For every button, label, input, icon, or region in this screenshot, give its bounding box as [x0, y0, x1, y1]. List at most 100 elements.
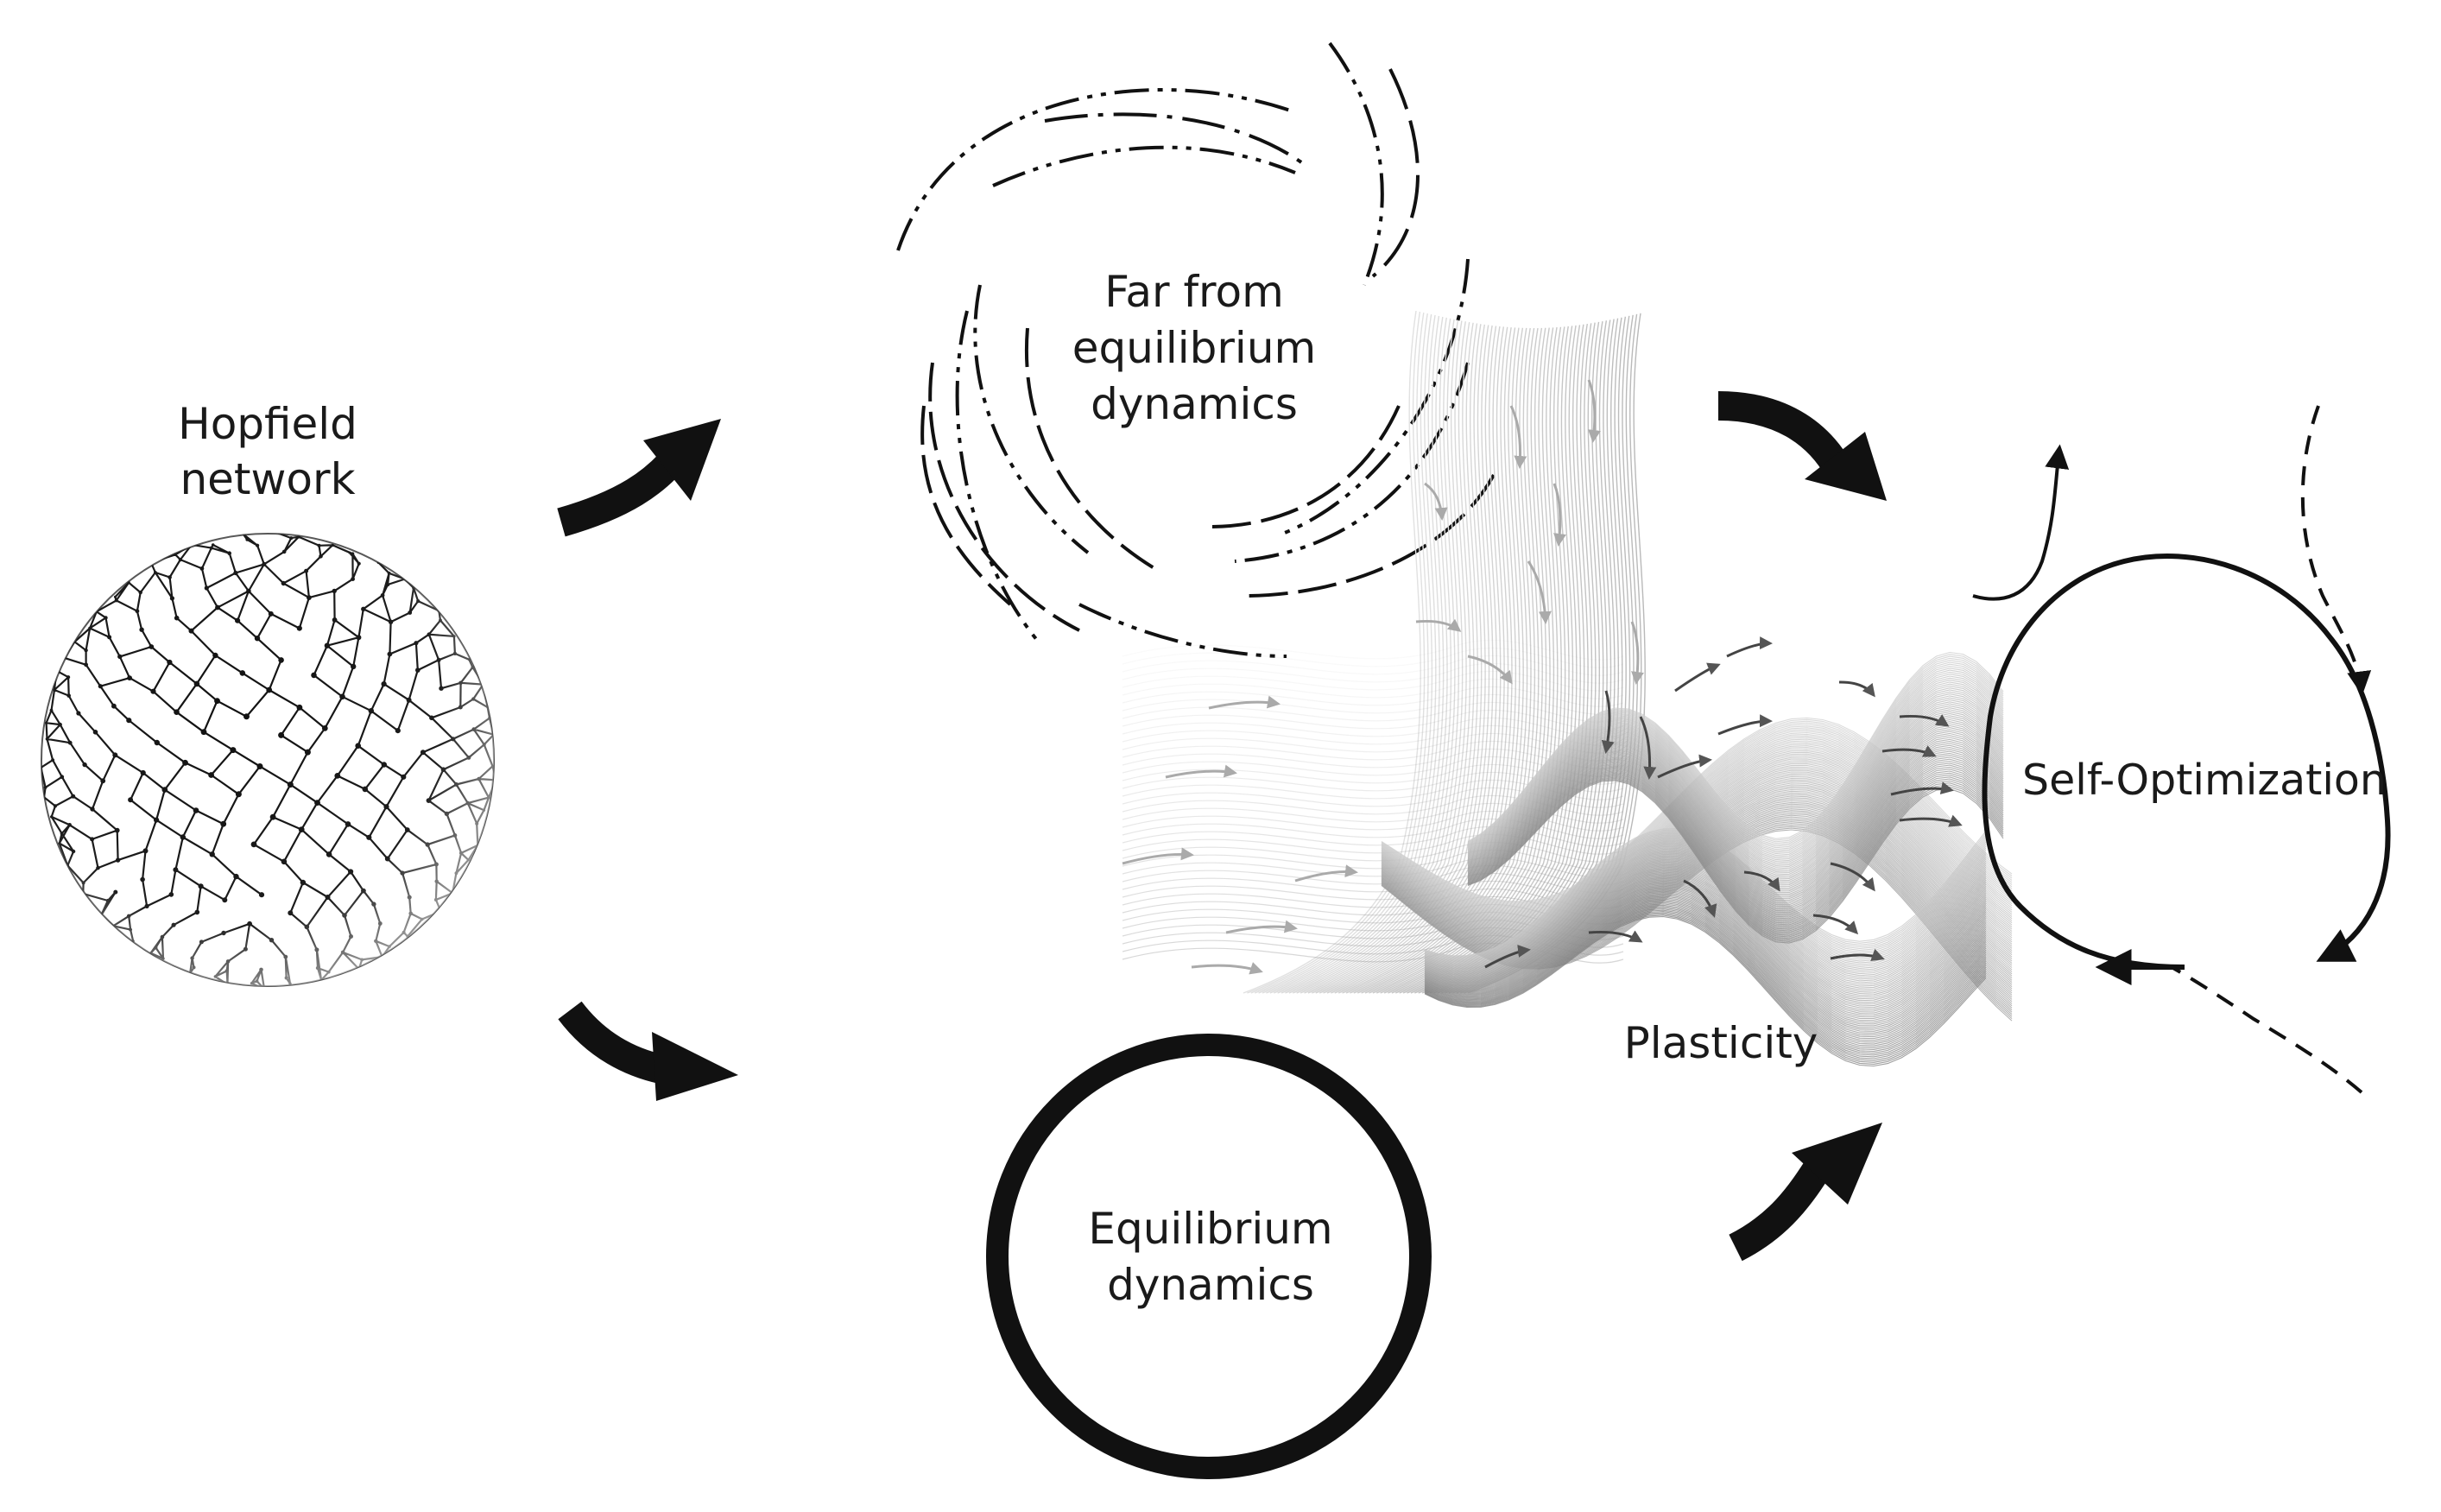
surface-flow-band [1122, 794, 1624, 816]
surface-stripe [1467, 769, 2004, 928]
flow-arrow [1630, 621, 1644, 685]
flow-arrow [1553, 483, 1566, 547]
surface-stripe [1467, 657, 2004, 845]
surface-stripe [1300, 322, 1478, 994]
surface-flow-band [1122, 802, 1624, 824]
surface-stripe [1424, 888, 1987, 1027]
surface-stripe [1337, 326, 1517, 994]
surface-stripe [1424, 906, 1987, 1053]
surface-flow-band [1122, 678, 1624, 699]
flow-arrow [1639, 716, 1657, 780]
surface-stripe [1467, 661, 2004, 847]
surface-flow-band [1122, 709, 1624, 731]
surface-stripe [1467, 709, 2004, 883]
surface-stripe [1424, 882, 1987, 1017]
flow-arrow [1484, 944, 1531, 969]
flow-arrow [1830, 948, 1885, 961]
surface-stripe [1243, 310, 1421, 994]
surface-stripe [1467, 685, 2004, 865]
surface-stripe [1467, 707, 2004, 882]
surface-stripe [1467, 750, 2004, 914]
surface-stripe [1424, 876, 1987, 1010]
surface-stripe [1424, 870, 1987, 1002]
surface-stripe [1467, 654, 2004, 843]
surface-stripe [1424, 914, 1987, 1065]
surface-stripe [1424, 869, 1987, 1000]
surface-stripe [1424, 864, 1987, 992]
surface-flow-band [1122, 647, 1624, 668]
surface-stripe [1467, 779, 2004, 942]
flow-arrow [1899, 714, 1950, 727]
surface-flow-band [1122, 833, 1624, 855]
spiral-vortex-icon [896, 41, 1496, 658]
surface-stripe [1307, 324, 1486, 994]
limit-cycle-icon [1972, 405, 2391, 1094]
surface-stripe [1424, 911, 1987, 1060]
surface-stripe [1424, 874, 1987, 1007]
surface-stripe [1424, 914, 1987, 1063]
surface-stripe [1467, 780, 2004, 944]
flow-arrow [1587, 379, 1601, 443]
surface-stripe [1467, 721, 2004, 892]
sphere-node [495, 779, 497, 781]
surface-stripe [1467, 766, 2004, 927]
far-from-label-line2: equilibrium [1072, 323, 1316, 373]
surface-flow-band [1122, 655, 1624, 676]
surface-stripe [1424, 868, 1987, 998]
surface-stripe [1467, 775, 2004, 938]
surface-stripe [1467, 737, 2004, 904]
surface-flow-band [1122, 818, 1624, 839]
surface-stripe [1467, 735, 2004, 902]
arrow-to-far-from-equilibrium [557, 419, 721, 537]
surface-stripe [1467, 701, 2004, 877]
surface-stripe [1467, 744, 2004, 910]
surface-stripe [1342, 327, 1521, 994]
surface-stripe [1467, 674, 2004, 856]
surface-stripe [1467, 680, 2004, 861]
surface-stripe [1467, 762, 2004, 924]
surface-stripe [1467, 663, 2004, 849]
wavy-surface-icon [1122, 310, 2013, 1067]
flow-arrow [1601, 690, 1615, 754]
surface-stripe [1424, 903, 1987, 1048]
surface-stripe [1467, 681, 2004, 862]
plasticity-label: Plasticity [1624, 1018, 1818, 1068]
flow-arrow [1165, 764, 1237, 779]
surface-stripe [1467, 777, 2004, 941]
surface-flow-band [1122, 639, 1624, 661]
far-from-label-line1: Far from [1104, 267, 1284, 317]
flow-arrow [1838, 680, 1875, 698]
flow-arrow [1717, 714, 1773, 736]
surface-stripe [1304, 323, 1483, 994]
flow-arrow [1743, 870, 1780, 892]
surface-stripe [1467, 651, 2004, 842]
surface-stripe [1467, 741, 2004, 908]
surface-stripe [1269, 316, 1448, 994]
surface-stripe [1467, 727, 2004, 896]
far-from-label-line3: dynamics [1091, 379, 1298, 429]
surface-flow-band [1122, 810, 1624, 832]
surface-stripe [1467, 774, 2004, 935]
surface-stripe [1315, 325, 1494, 994]
flow-arrow [1225, 920, 1298, 934]
surface-stripe [1467, 665, 2004, 851]
surface-stripe [1467, 729, 2004, 898]
surface-stripe [1467, 743, 2004, 908]
surface-stripe [1258, 313, 1437, 994]
surface-flow-band [1122, 693, 1624, 715]
flow-arrow [1726, 636, 1773, 658]
arrow-far-to-self-optimization [1717, 391, 1887, 501]
flow-arrow [1415, 618, 1462, 632]
surface-stripe [1467, 758, 2004, 921]
surface-stripe [1266, 315, 1445, 994]
surface-stripe [1467, 699, 2004, 876]
surface-stripe [1334, 326, 1513, 994]
surface-stripe [1467, 677, 2004, 859]
flow-arrow [1899, 814, 1963, 827]
surface-stripe [1467, 723, 2004, 894]
surface-stripe [1296, 321, 1475, 994]
sphere-node [439, 909, 442, 913]
surface-stripe [1467, 660, 2004, 845]
surface-stripe [1467, 711, 2004, 884]
